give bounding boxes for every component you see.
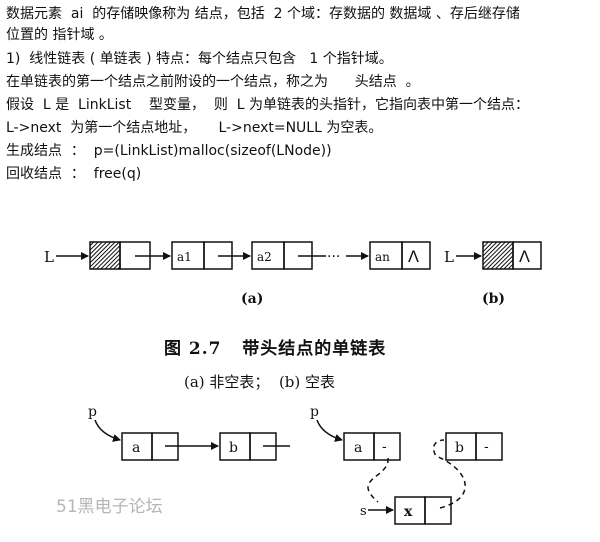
subfigure-label-b: (b) — [482, 291, 505, 307]
text-line-4: 在单链表的第一个结点之前附设的一个结点，称之为 头结点 。 — [6, 74, 420, 90]
node-x-next — [424, 496, 452, 525]
pointer-p-label-right: p — [310, 404, 319, 420]
node-an-label: an — [375, 250, 390, 264]
right-node-b-dash: - — [484, 440, 489, 455]
dashed-link-a-to-x — [367, 457, 389, 503]
right-node-b-label: b — [455, 440, 464, 456]
text-line-1: 数据元素 ai 的存储映像称为 结点，包括 2 个域：存数据的 数据域 、存后继… — [6, 6, 520, 22]
pointer-p-arrow-right — [316, 419, 343, 442]
figure-caption-subtitle: (a) 非空表； (b) 空表 — [184, 373, 336, 391]
left-node-b-label: b — [229, 440, 238, 456]
pointer-s-label: s — [360, 504, 367, 519]
node-a2-label: a2 — [257, 250, 272, 264]
text-line-3: 1) 线性链表 ( 单链表 ) 特点：每个结点只包含 1 个指针域。 — [6, 51, 393, 67]
node-an-next — [401, 241, 431, 270]
left-node-a-label: a — [132, 440, 140, 456]
ellipsis: ··· — [327, 249, 340, 265]
node-x-label: x — [404, 504, 413, 520]
head-pointer-label: L — [44, 248, 54, 266]
text-line-6: L->next 为第一个结点地址， L->next=NULL 为空表。 — [6, 120, 383, 136]
figure-caption-title: 图 2.7 带头结点的单链表 — [164, 339, 387, 359]
text-line-7: 生成结点 ： p=(LinkList)malloc(sizeof(LNode)) — [6, 143, 332, 159]
right-node-a-dash: - — [382, 440, 387, 455]
figure-insertion: p a b p a - b - x s — [88, 404, 503, 525]
pointer-p-arrow-left — [94, 419, 121, 442]
text-line-8: 回收结点 ： free(q) — [6, 166, 142, 182]
figure-linked-list: L a1 a2 ··· an Λ L Λ (a) (b) — [44, 241, 542, 307]
dashed-link-x-to-b — [432, 439, 466, 509]
head-node-data — [89, 241, 121, 270]
empty-list-head-label: L — [444, 248, 454, 266]
pointer-p-label-left: p — [88, 404, 97, 420]
empty-head-node-data — [482, 241, 514, 270]
empty-head-node-next — [512, 241, 542, 270]
watermark: 51黑电子论坛 — [56, 497, 163, 517]
text-line-5: 假设 L 是 LinkList 型变量， 则 L 为单链表的头指针，它指向表中第… — [6, 97, 530, 113]
right-node-b-next — [475, 432, 503, 461]
text-line-2: 位置的 指针域 。 — [6, 27, 113, 43]
right-node-a-label: a — [354, 440, 362, 456]
null-mark-an: Λ — [408, 247, 419, 266]
node-a1-label: a1 — [177, 250, 192, 264]
right-node-a-next — [373, 432, 401, 461]
null-mark-empty: Λ — [519, 247, 530, 266]
subfigure-label-a: (a) — [241, 291, 263, 307]
